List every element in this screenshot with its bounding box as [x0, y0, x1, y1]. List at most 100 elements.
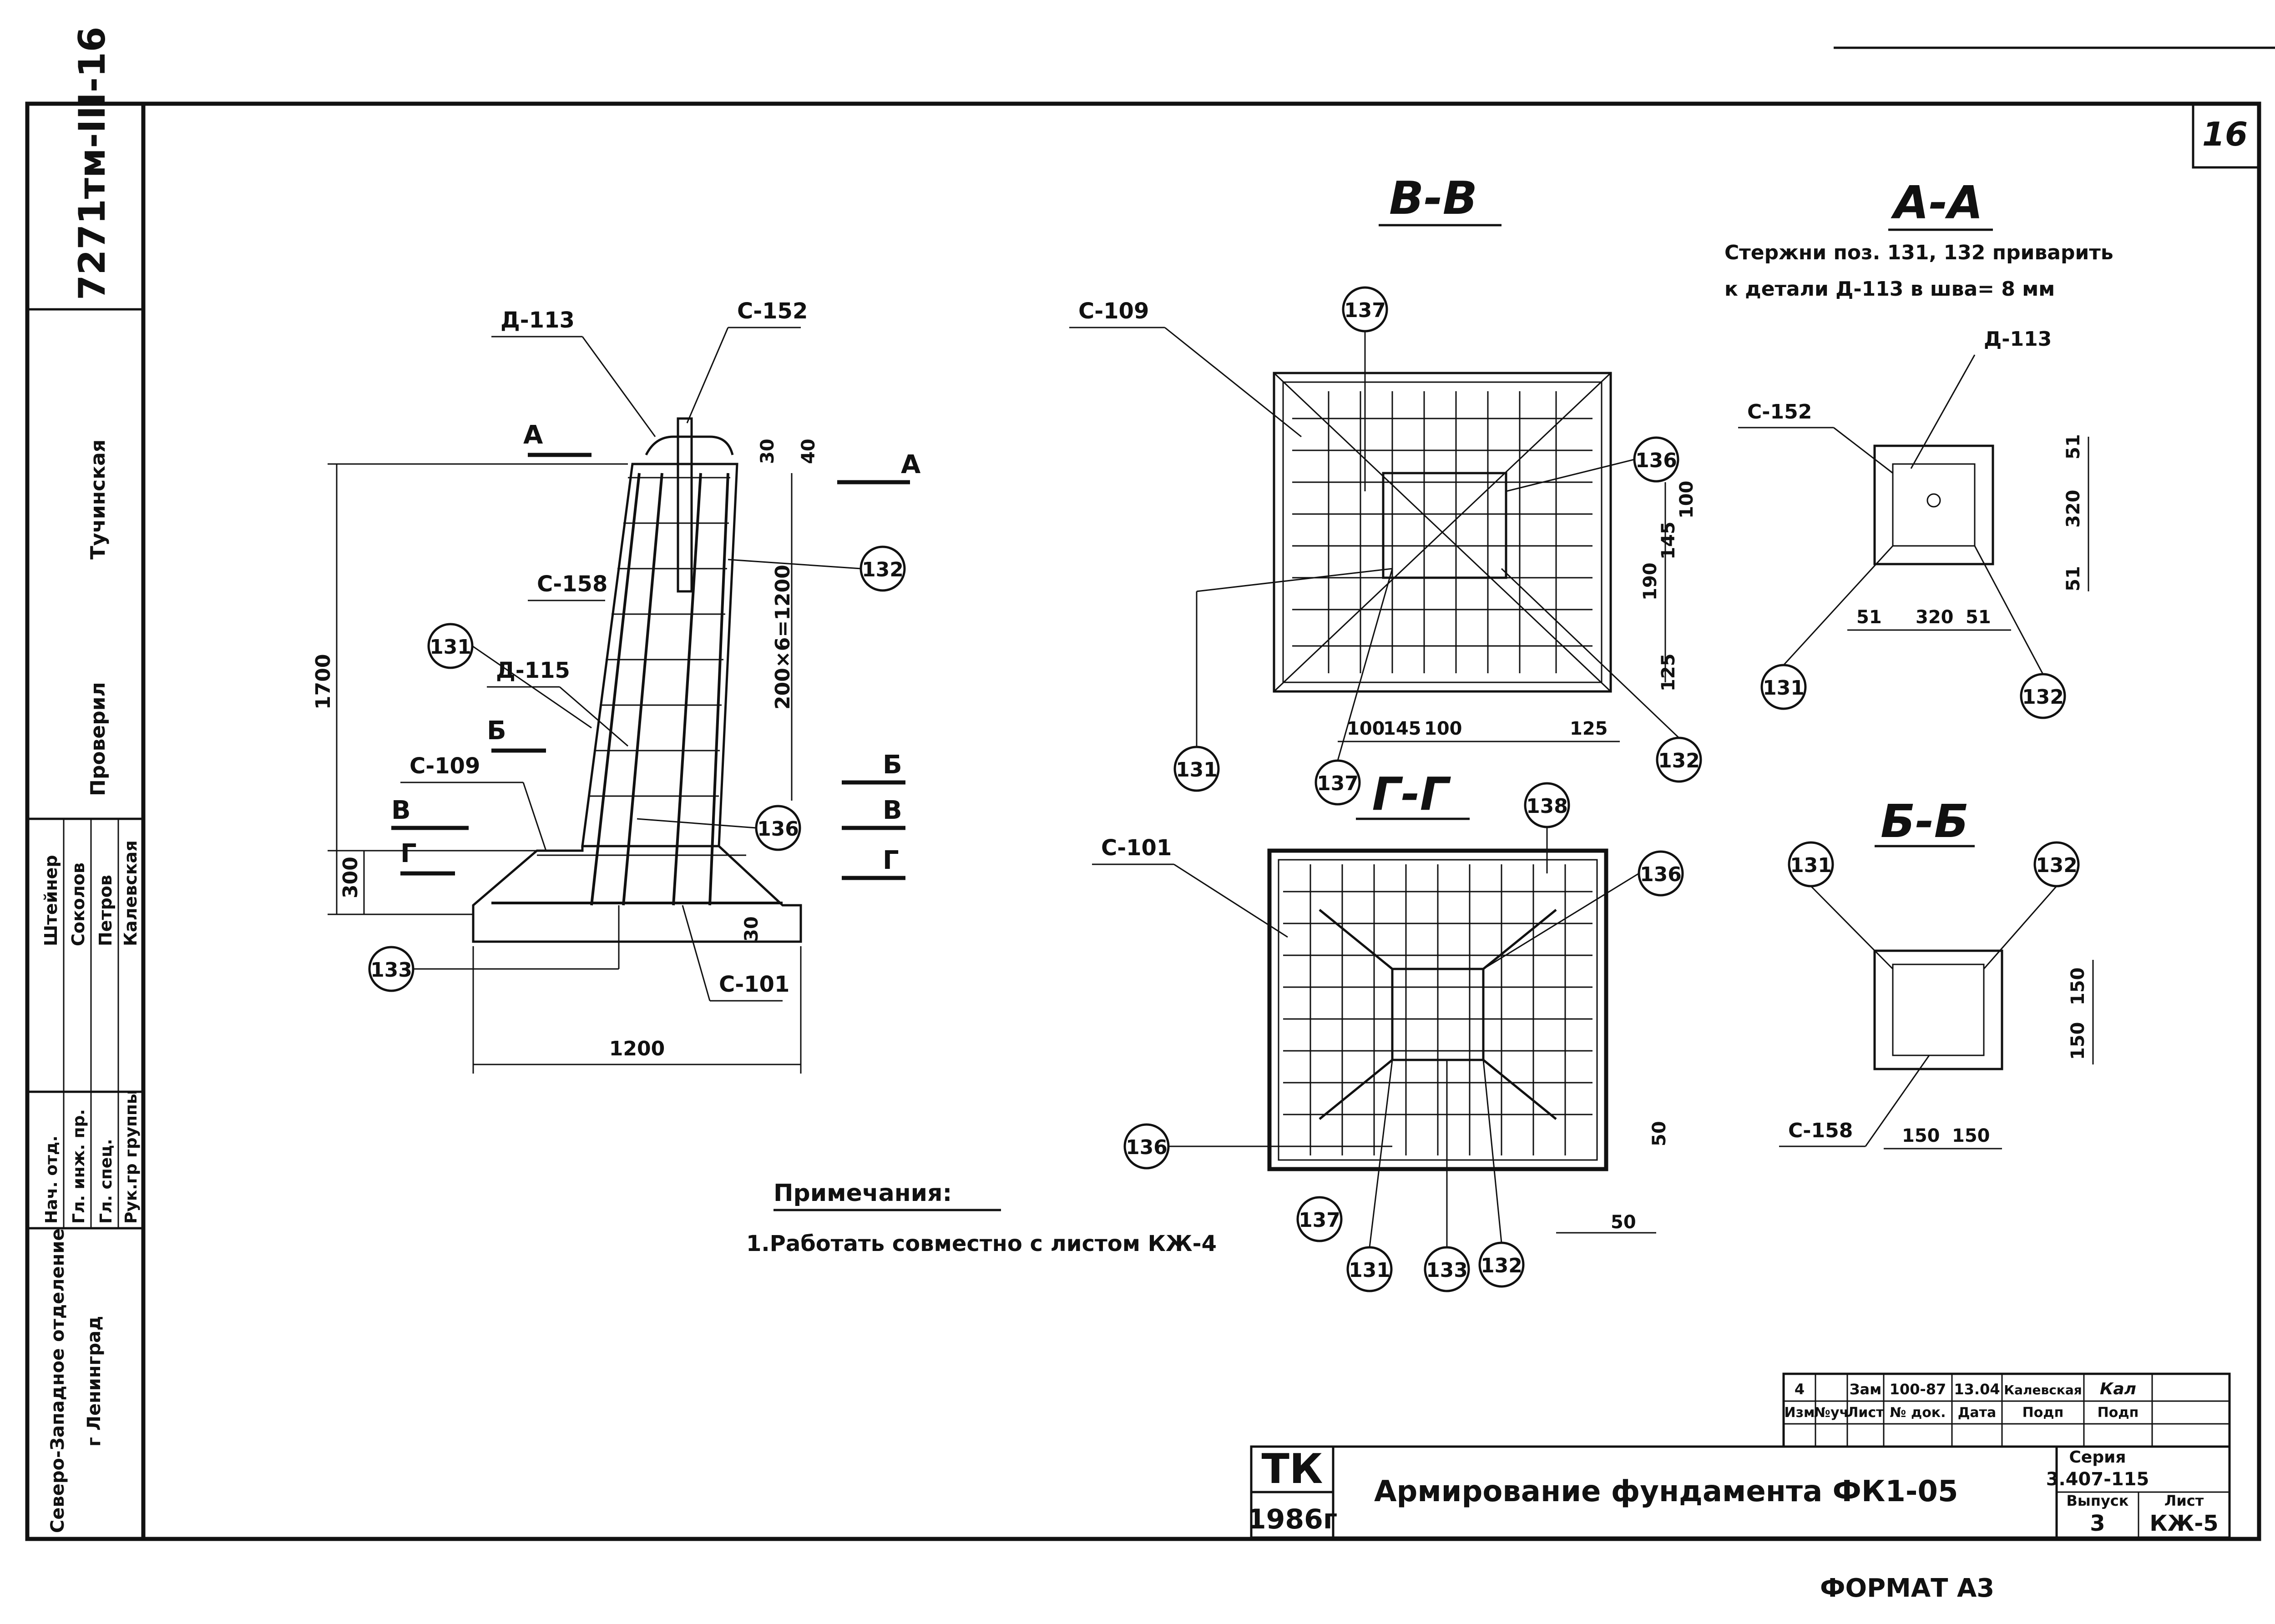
notes: Примечания: 1.Работать совместно с листо… [746, 1180, 1217, 1256]
gg-marker-137-text: 137 [1299, 1209, 1340, 1232]
stirrups [588, 477, 730, 797]
tk-year: 1986г [1247, 1503, 1337, 1535]
org-name: Северо-Западное отделение [47, 1229, 68, 1533]
column-outline [581, 463, 738, 847]
aa-d113: Д-113 [1984, 328, 2052, 351]
series-value: 3.407-115 [2046, 1469, 2149, 1490]
sheet-number-box [2192, 102, 2260, 169]
bb-c158: С-158 [1788, 1119, 1853, 1142]
section-vv: В-В С-109 100 145 100 125 125 100 145 19… [1069, 171, 1702, 806]
name-4: Штейнер [41, 855, 61, 946]
series-label: Серия [2069, 1448, 2126, 1467]
aa-marker-131-text: 131 [1763, 676, 1805, 700]
gg-marker-136b-text: 136 [1126, 1136, 1168, 1159]
vv-marker-132-text: 132 [1658, 749, 1700, 772]
hdr-podp2: Подп [2098, 1405, 2139, 1421]
notes-title: Примечания: [774, 1180, 952, 1207]
elevation-view: 1700 300 1200 200×6=1200 30 40 30 А А Б … [312, 298, 921, 1074]
footing-outline [472, 845, 802, 943]
vv-d145b: 145 [1658, 522, 1679, 560]
bar-132 [708, 473, 729, 906]
vv-d125b: 125 [1658, 654, 1679, 692]
rev-type: Зам [1850, 1381, 1881, 1398]
role-3: Гл. инж. пр. [70, 1109, 88, 1224]
title-block: ТК 1986г Армирование фундамента ФК1-05 С… [1247, 1372, 2231, 1539]
vv-d190: 190 [1640, 563, 1661, 601]
bar [672, 473, 702, 906]
sheet-number: 16 [2202, 115, 2248, 153]
cut-v-label-right: В [883, 796, 902, 825]
cut-g-label-right: Г [883, 846, 899, 875]
cut-g-label-left: Г [400, 839, 417, 868]
gg-d50b: 50 [1611, 1212, 1636, 1233]
plate-d113 [645, 435, 734, 456]
org-city: г Ленинград [84, 1316, 105, 1447]
label-d113: Д-113 [500, 308, 575, 333]
tk-label: ТК [1262, 1445, 1323, 1493]
section-vv-title: В-В [1389, 171, 1477, 225]
vv-d100c: 100 [1676, 481, 1697, 519]
gg-marker-131-text: 131 [1349, 1259, 1390, 1282]
vv-d100a: 100 [1347, 718, 1385, 739]
weld-note-1: Стержни поз. 131, 132 приварить [1724, 241, 2113, 264]
gg-marker-136-text: 136 [1640, 863, 1682, 886]
rev-no: 4 [1795, 1381, 1805, 1398]
dim-steps: 200×6=1200 [771, 565, 794, 710]
dim-30-bottom: 30 [741, 916, 762, 942]
marker-136-text: 136 [757, 817, 799, 841]
marker-133-text: 133 [370, 958, 412, 982]
dim-1200: 1200 [609, 1037, 665, 1060]
format-label: ФОРМАТ А3 [1820, 1574, 1994, 1603]
cut-b-label-right: Б [883, 750, 902, 780]
bb-d150b: 150 [1952, 1125, 1990, 1146]
aa-d320a: 320 [1916, 607, 1954, 628]
bar [622, 473, 663, 906]
section-gg-title: Г-Г [1372, 767, 1451, 821]
cut-b-label-left: Б [487, 716, 506, 746]
gg-column [1391, 968, 1485, 1061]
label-c109: С-109 [410, 753, 480, 779]
checked-name: Тучинская [86, 439, 110, 560]
label-c101: С-101 [719, 972, 789, 997]
section-bb-title: Б-Б [1881, 795, 1969, 848]
hdr-list: Лист [1847, 1405, 1884, 1421]
bar-131 [590, 473, 641, 906]
vv-column [1382, 472, 1507, 579]
name-3: Соколов [68, 862, 88, 946]
vv-mesh [1273, 372, 1612, 692]
rev-name: Калевская [2004, 1382, 2082, 1397]
bb-marker-132-text: 132 [2036, 854, 2078, 877]
label-c158: С-158 [537, 571, 607, 597]
role-2: Гл. спец. [97, 1139, 116, 1224]
dim-300: 300 [339, 857, 362, 898]
section-aa: А-А Стержни поз. 131, 132 приварить к де… [1724, 176, 2113, 719]
vv-d100b: 100 [1424, 718, 1462, 739]
vv-marker-137b-text: 137 [1317, 772, 1359, 795]
gg-c101: С-101 [1101, 835, 1172, 861]
cut-v-label-left: В [391, 796, 411, 825]
gg-mesh [1283, 864, 1592, 1155]
role-4: Нач. отд. [42, 1135, 61, 1224]
vv-marker-136-text: 136 [1635, 449, 1677, 472]
checked-label: Проверил [86, 682, 110, 796]
section-aa-title: А-А [1891, 176, 1983, 229]
rev-doc: 100-87 [1890, 1381, 1946, 1398]
vv-marker-131-text: 131 [1176, 758, 1218, 782]
gg-marker-132-text: 132 [1481, 1254, 1522, 1277]
hdr-ndoc: № док. [1890, 1405, 1946, 1421]
rev-date: 13.04 [1954, 1381, 2000, 1398]
notes-item-1: 1.Работать совместно с листом КЖ-4 [746, 1231, 1217, 1256]
bb-d150d: 150 [2068, 1022, 2088, 1060]
aa-c152: С-152 [1747, 400, 1812, 424]
hdr-date: Дата [1958, 1405, 1997, 1421]
drawing-title: Армирование фундамента ФК1-05 [1374, 1475, 1958, 1508]
role-1: Рук.гр группы [122, 1089, 141, 1224]
gg-marker-138-text: 138 [1526, 795, 1568, 818]
cut-a-label-left: А [523, 420, 543, 450]
bb-marker-131-text: 131 [1790, 854, 1832, 877]
aa-bolt [1926, 493, 1941, 508]
vv-marker-137-text: 137 [1344, 299, 1386, 322]
hdr-nuch: №уч [1814, 1405, 1849, 1421]
gg-marker-137 [1296, 1196, 1343, 1242]
